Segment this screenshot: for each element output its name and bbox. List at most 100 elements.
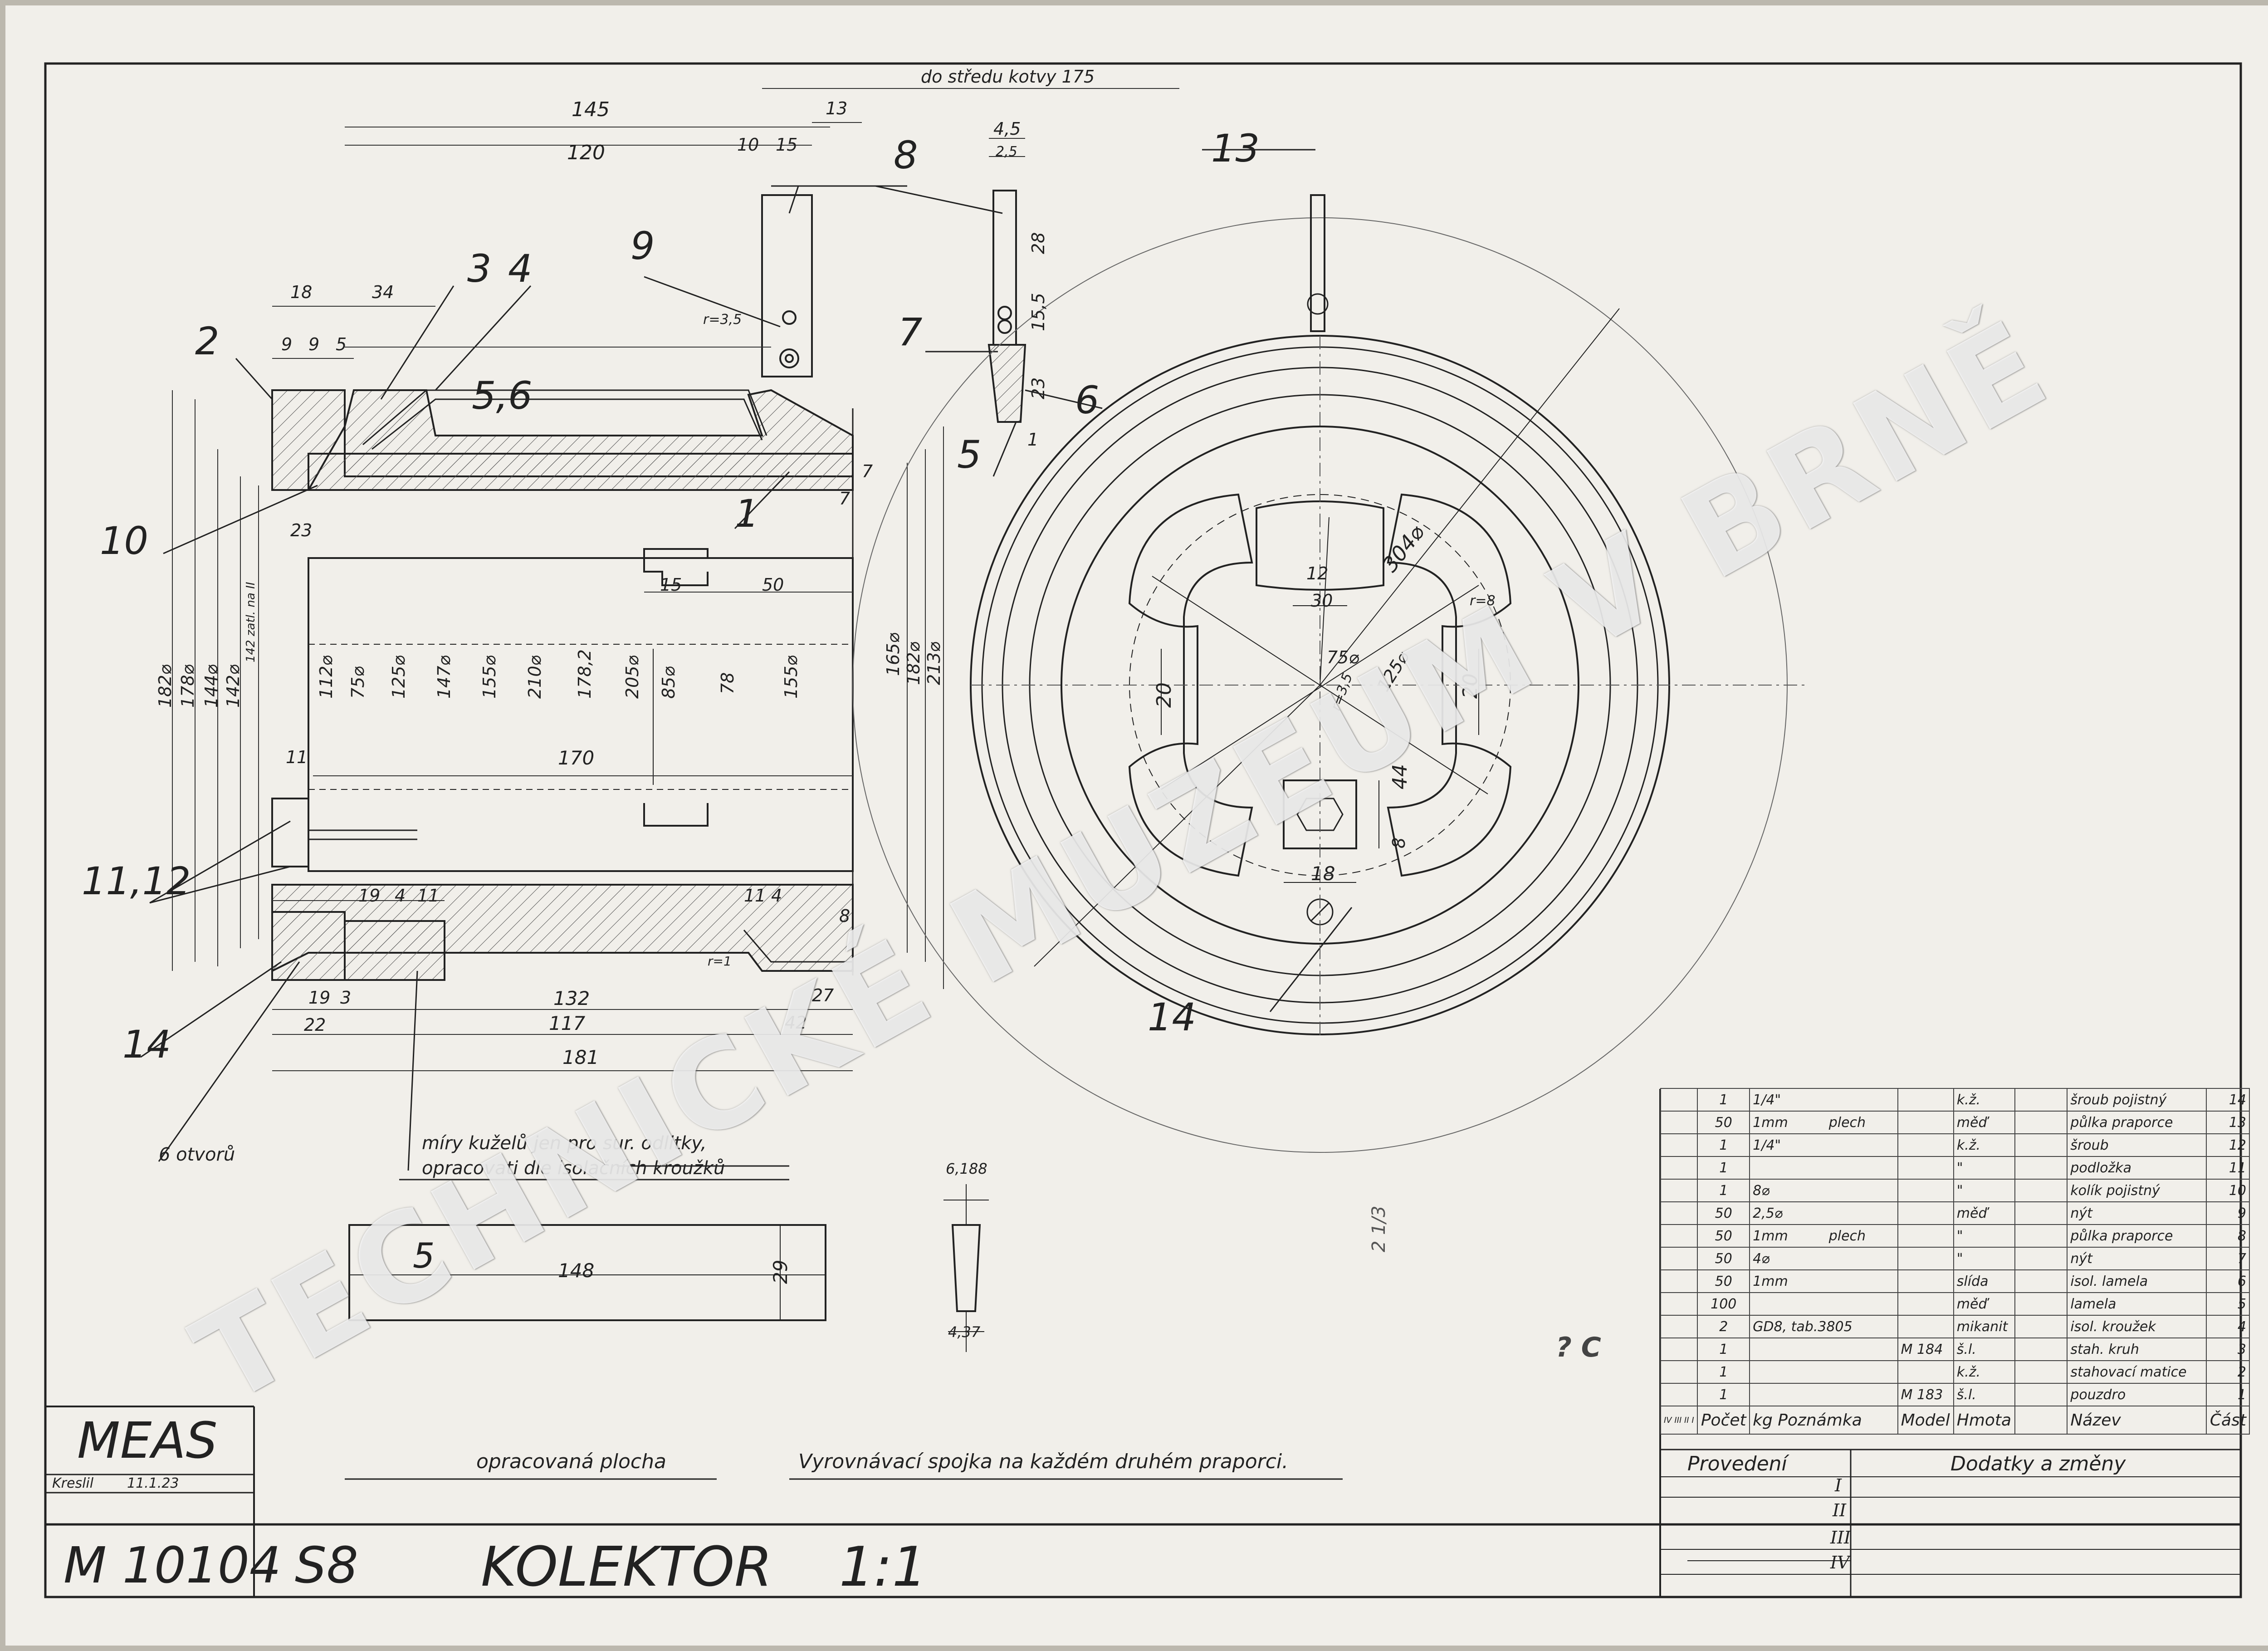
dim-125-dia: 125⌀ — [389, 655, 409, 699]
balancing-note: Vyrovnávací spojka na každém druhém prap… — [798, 1450, 1289, 1473]
bom-cell-mat: " — [1953, 1247, 2016, 1270]
bom-cell-model — [1897, 1179, 1954, 1202]
bom-cell-size-note: 4⌀ — [1749, 1247, 1898, 1270]
dim-205-dia: 205⌀ — [622, 655, 642, 699]
dim-5: 5 — [336, 334, 347, 354]
dim-18b: 18 — [1311, 862, 1335, 885]
dim-8: 8 — [839, 906, 850, 926]
bom-cell-model — [1897, 1360, 1954, 1384]
bom-cell-model: M 183 — [1897, 1383, 1954, 1406]
bom-cell-no: 9 — [2206, 1201, 2250, 1225]
bom-cell-empty — [2014, 1360, 2068, 1384]
bom-cell-empty — [1660, 1315, 1698, 1338]
bom-cell-empty — [2014, 1292, 2068, 1316]
part-number-6: 6 — [1075, 378, 1100, 422]
part-number-5-6: 5,6 — [472, 373, 533, 418]
dim-1: 1 — [1027, 430, 1039, 450]
bom-header-part: Část — [2206, 1406, 2250, 1435]
bom-cell-count: 50 — [1697, 1111, 1750, 1134]
dim-2-5: 2,5 — [996, 144, 1017, 160]
radius-8: r=8 — [1470, 593, 1496, 609]
drawn-date: 11.1.23 — [127, 1475, 179, 1491]
front-view — [852, 194, 1805, 1153]
dim-9b: 9 — [308, 334, 320, 354]
dim-7b: 7 — [839, 489, 850, 509]
dim-4-37: 4,37 — [948, 1323, 981, 1341]
dim-23b: 23 — [1028, 377, 1048, 399]
dim-28: 28 — [1028, 232, 1048, 254]
dim-11c: 11 — [744, 886, 766, 906]
drawing-scale: 1:1 — [839, 1536, 927, 1599]
dim-155-dia: 155⌀ — [479, 655, 499, 699]
bom-cell-mat: měď — [1953, 1292, 2016, 1316]
bom-cell-empty — [2014, 1133, 2068, 1157]
bom-cell-mat: š.l. — [1953, 1383, 2016, 1406]
bom-cell-size-note — [1749, 1383, 1898, 1406]
bom-cell-size-note: 1mm — [1749, 1269, 1898, 1293]
dim-12: 12 — [1306, 563, 1329, 583]
bom-cell-mat: š.l. — [1953, 1337, 2016, 1361]
bom-cell-count: 50 — [1697, 1269, 1750, 1293]
bom-cell-name: pouzdro — [2067, 1383, 2207, 1406]
bom-cell-mat: k.ž. — [1953, 1133, 2016, 1157]
bom-cell-empty — [2014, 1383, 2068, 1406]
provedeni-row-4: IV — [1830, 1553, 1850, 1573]
title-block-grid — [45, 1089, 2241, 1597]
bom-cell-size-note: 2,5⌀ — [1749, 1201, 1898, 1225]
part-number-11-12: 11,12 — [82, 859, 191, 903]
dim-78: 78 — [718, 672, 738, 694]
bom-cell-name: isol. lamela — [2067, 1269, 2207, 1293]
bom-cell-count: 1 — [1697, 1156, 1750, 1180]
bom-cell-name: podložka — [2067, 1156, 2207, 1180]
dim-210-dia: 210⌀ — [525, 655, 545, 699]
drawing-number: M 10104 — [64, 1536, 281, 1594]
bom-cell-size: 1mm — [1753, 1228, 1788, 1244]
bom-cell-name: půlka praporce — [2067, 1224, 2207, 1248]
cone-note-line1: míry kuželů jen pro sur. odlitky, — [422, 1133, 707, 1154]
bom-cell-size-note — [1749, 1337, 1898, 1361]
bom-cell-name: nýt — [2067, 1247, 2207, 1270]
part-number-13: 13 — [1211, 126, 1260, 171]
bom-cell-empty — [2014, 1201, 2068, 1225]
dim-19a: 19 — [358, 886, 381, 906]
bom-cell-mat: " — [1953, 1179, 2016, 1202]
bom-cell-count: 1 — [1697, 1179, 1750, 1202]
bom-cell-empty — [1660, 1111, 1698, 1134]
part-number-1: 1 — [735, 491, 759, 536]
dim-178-dia: 178⌀ — [178, 664, 198, 708]
bom-cell-empty — [1660, 1224, 1698, 1248]
dim-42: 42 — [785, 1013, 807, 1033]
bom-cell-empty — [2014, 1111, 2068, 1134]
bom-cell-count: 50 — [1697, 1224, 1750, 1248]
bom-cell-empty — [1660, 1292, 1698, 1316]
dim-120: 120 — [567, 141, 605, 164]
bom-cell-no: 4 — [2206, 1315, 2250, 1338]
bom-cell-no: 14 — [2206, 1088, 2250, 1112]
bom-header-blank — [2014, 1406, 2068, 1435]
dim-15-5: 15,5 — [1028, 293, 1048, 331]
dim-10: 10 — [737, 135, 759, 155]
dim-50: 50 — [762, 575, 784, 595]
bom-cell-model — [1897, 1088, 1954, 1112]
bom-cell-empty — [1660, 1247, 1698, 1270]
side-mark: 2 1/3 — [1369, 1205, 1389, 1252]
dim-30: 30 — [1311, 591, 1333, 611]
dim-182b-dia: 182⌀ — [904, 642, 924, 685]
provedeni-row-3: III — [1830, 1528, 1851, 1548]
radius-3-5: r=3,5 — [703, 312, 742, 328]
dim-4-5: 4,5 — [993, 119, 1021, 139]
dim-20a: 20 — [1153, 682, 1176, 708]
dim-147-dia: 147⌀ — [434, 655, 454, 699]
bom-cell-empty — [1660, 1201, 1698, 1225]
bom-cell-count: 2 — [1697, 1315, 1750, 1338]
bom-cell-name: stahovací matice — [2067, 1360, 2207, 1384]
bom-cell-size-note: 1/4" — [1749, 1088, 1898, 1112]
stamp-mark: ? C — [1556, 1332, 1601, 1363]
cone-note-line2: opracovati dle isolačních kroužků — [422, 1158, 725, 1179]
